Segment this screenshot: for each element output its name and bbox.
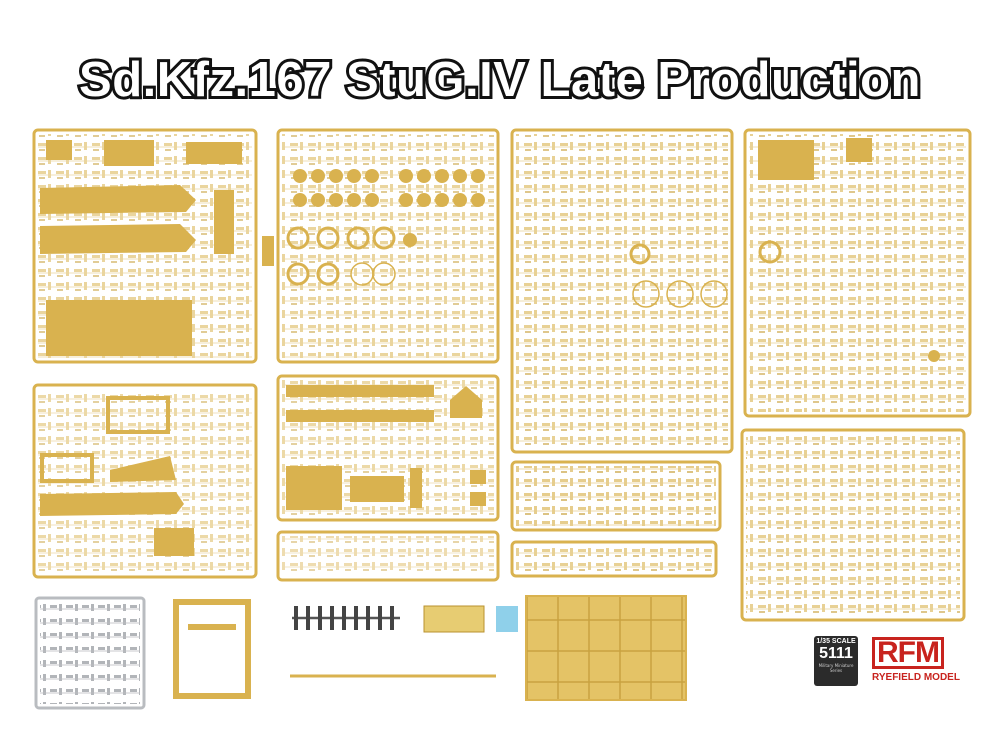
round-parts bbox=[629, 243, 728, 308]
lower-parts bbox=[40, 396, 194, 556]
kit-number: 5111 bbox=[819, 645, 853, 662]
scale-badge: 1/35 SCALE 5111 Military Miniature Serie… bbox=[814, 636, 858, 686]
product-title: Sd.Kfz.167 StuG.IV Late Production bbox=[76, 50, 923, 110]
series-label: Military Miniature Series bbox=[818, 663, 854, 673]
brand-logo: RFM RYEFIELD MODEL bbox=[872, 636, 982, 686]
fender-parts bbox=[286, 385, 486, 510]
brand-name: RYEFIELD MODEL bbox=[872, 672, 960, 683]
brand-mark: RFM bbox=[872, 636, 982, 670]
scale-label: 1/35 SCALE bbox=[816, 638, 856, 645]
sprue-frames bbox=[32, 128, 972, 710]
hull-parts bbox=[40, 140, 274, 356]
armour-parts bbox=[758, 138, 940, 362]
road-wheels bbox=[286, 169, 485, 286]
accessory-parts bbox=[173, 595, 687, 701]
